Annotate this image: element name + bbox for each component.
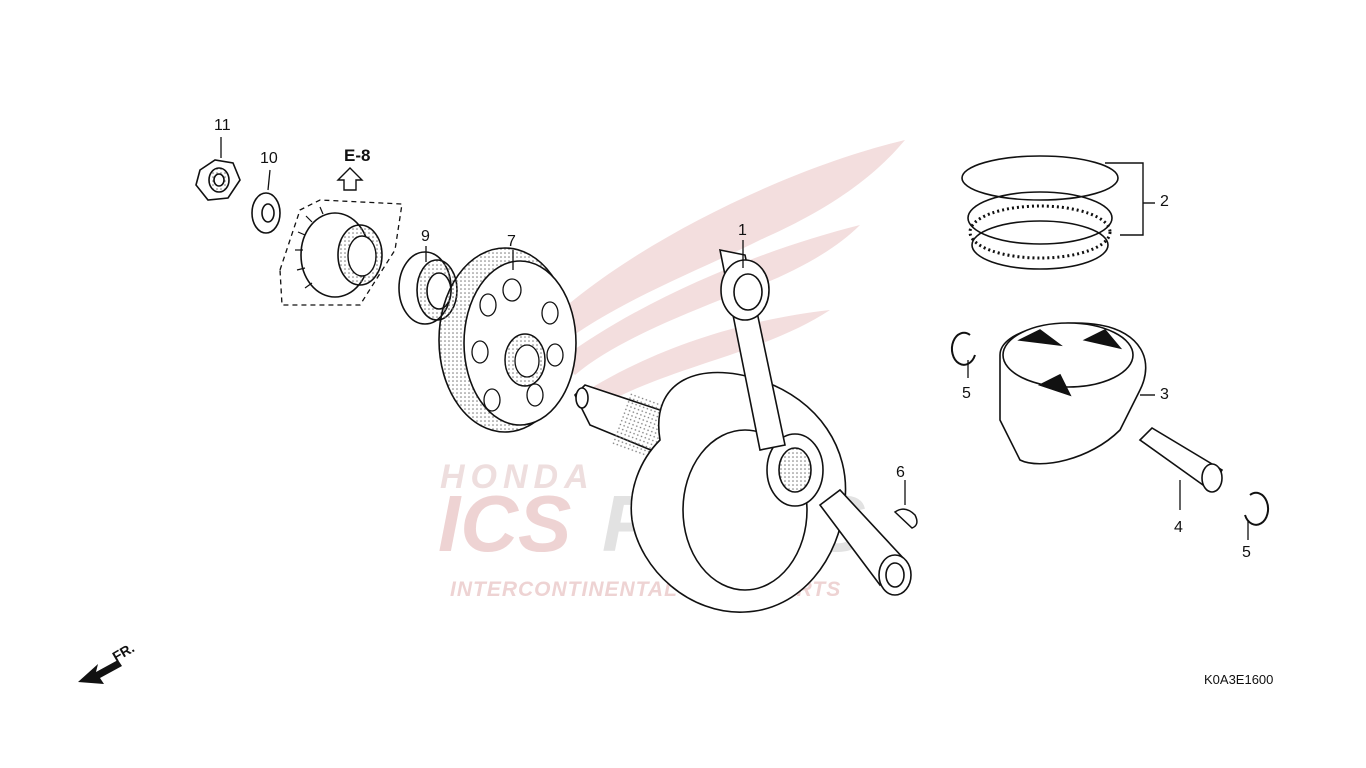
primary-drive-gear-part [438,247,577,433]
lock-nut-part [195,159,241,201]
reference-label: E-8 [344,146,371,165]
callout-10-washer: 10 [260,150,278,167]
callout-2-piston-ring-set: 2 [1160,193,1169,210]
callout-9-lock-nut: 11 [214,117,231,134]
piston-pin-part [1138,426,1224,510]
piston-pin-clip-parts [950,331,1270,540]
callout-5-piston-pin-clip-b: 5 [1242,544,1251,561]
reference-gear-e8 [279,167,403,306]
washer-part [251,192,281,234]
watermark-brand-left: ICS [438,479,572,568]
callout-4-piston-pin: 4 [1174,519,1183,536]
reference-arrow-icon [336,167,364,191]
callout-5-piston-pin-clip: 5 [962,385,971,402]
watermark-emblem-text: HONDA [440,458,595,496]
piston-part [999,322,1155,465]
piston-ring-set-part [961,155,1155,270]
diagram-code: K0A3E1600 [1204,672,1274,687]
leader-lines [220,137,906,505]
callout-7-bearing-collar: 9 [421,228,430,245]
front-direction-arrow-icon [78,660,122,684]
callout-11-woodruff-key: 6 [896,464,905,481]
callout-1-connecting-rod-crankshaft: 1 [738,222,747,239]
woodruff-key-part [893,508,918,529]
callout-3-piston: 3 [1160,386,1169,403]
callout-6-primary-drive-gear: 7 [507,233,516,250]
crankshaft-assembly-part [574,248,912,613]
